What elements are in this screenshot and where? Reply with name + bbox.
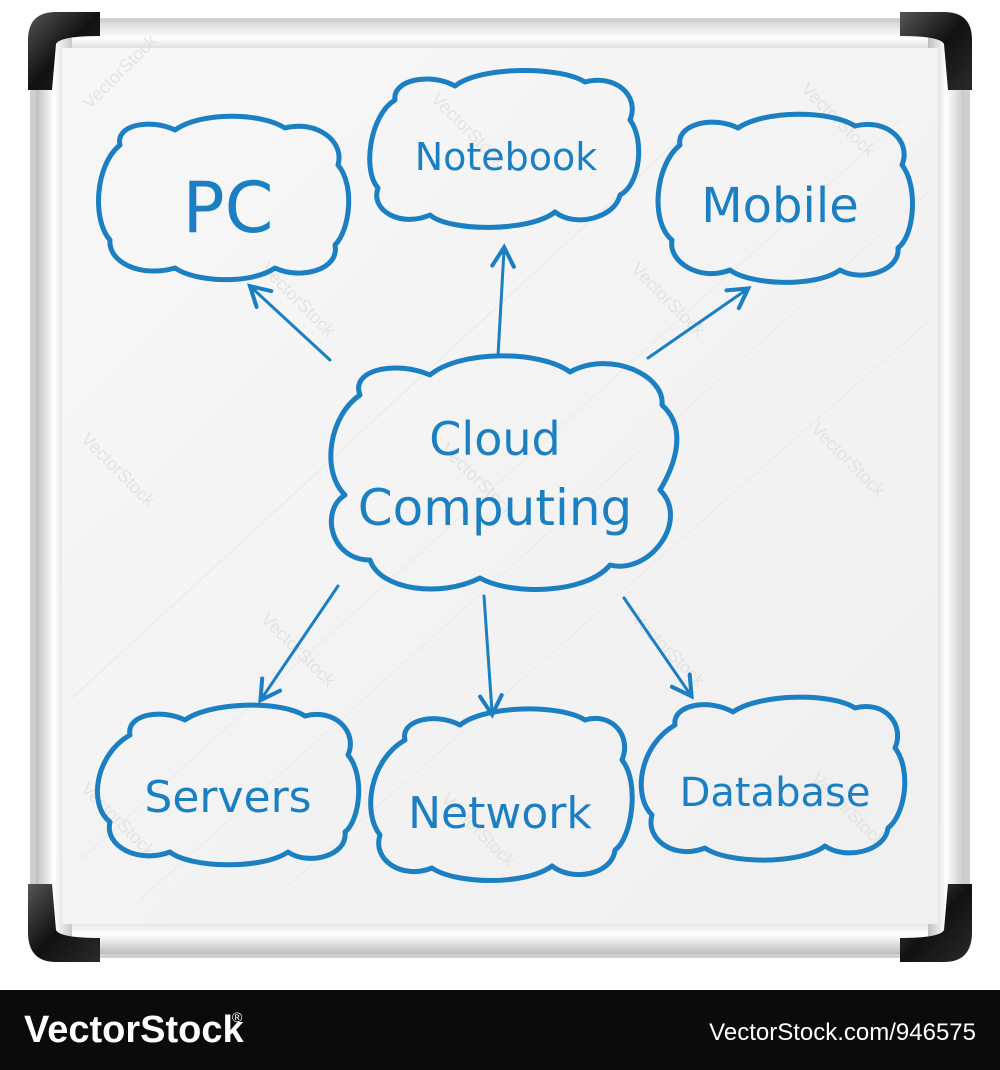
- frame-corners: [28, 12, 972, 962]
- cloud-database: [638, 694, 908, 863]
- center-label-line1: Cloud: [429, 412, 560, 466]
- cloud-network: [368, 706, 635, 883]
- arrows: [247, 243, 752, 719]
- cloud-mobile: [655, 111, 915, 285]
- corner-top-right: [900, 12, 972, 90]
- notebook-label: Notebook: [415, 135, 598, 179]
- cloud-servers: [94, 702, 362, 868]
- cloud-notebook: [367, 68, 642, 230]
- mobile-label: Mobile: [701, 178, 858, 234]
- arrow-to-notebook: [490, 243, 516, 358]
- footer-brand: VectorStock: [24, 1009, 245, 1051]
- center-label-line2: Computing: [358, 479, 633, 537]
- cloud-center: [328, 353, 680, 592]
- arrow-to-network: [478, 594, 504, 719]
- arrow-to-pc: [247, 283, 332, 362]
- corner-bottom-right: [900, 884, 972, 962]
- pc-label: PC: [182, 167, 273, 249]
- cloud-pc: [96, 113, 352, 283]
- arrow-to-servers: [258, 584, 340, 704]
- arrow-to-mobile: [646, 286, 752, 360]
- database-label: Database: [680, 770, 871, 816]
- footer-url: VectorStock.com/946575: [709, 1019, 976, 1046]
- footer-registered-mark: ®: [232, 1009, 243, 1025]
- corner-bottom-left: [28, 884, 100, 962]
- cloud-labels: Cloud Computing PC Notebook Mobile Serve…: [144, 135, 870, 839]
- footer-bar: VectorStock ® VectorStock.com/946575: [0, 990, 1000, 1070]
- servers-label: Servers: [144, 772, 311, 823]
- corner-top-left: [28, 12, 100, 90]
- clouds: [94, 68, 915, 883]
- arrow-to-database: [622, 596, 694, 700]
- network-label: Network: [408, 788, 592, 839]
- whiteboard-surface: [62, 48, 938, 924]
